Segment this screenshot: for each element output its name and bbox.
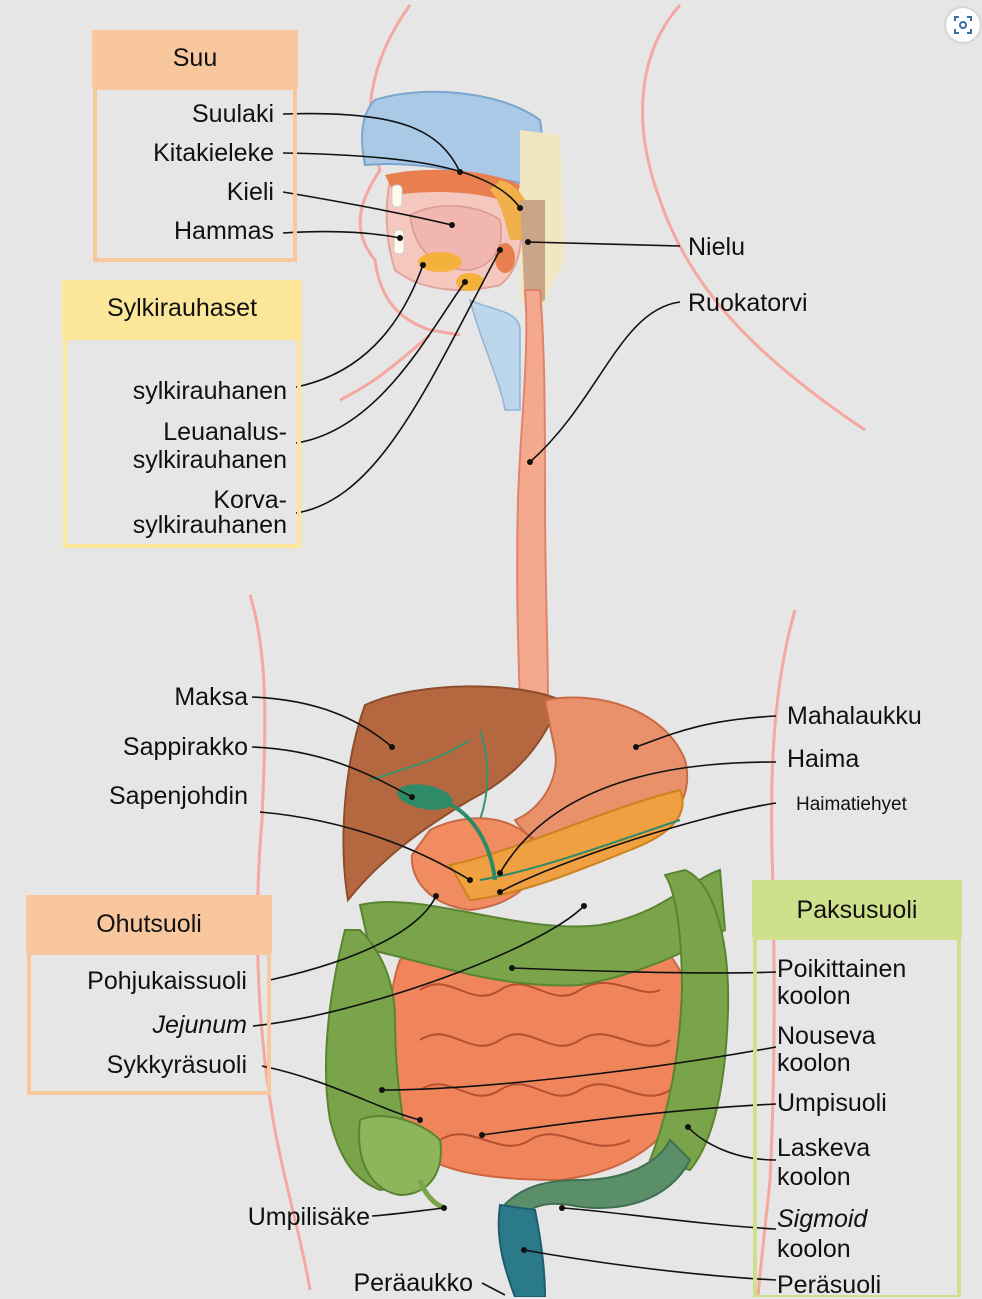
label-poikittainen-1: Poikittainen [777, 955, 906, 983]
appendix [420, 1180, 445, 1208]
label-korva-1: Korva- [213, 486, 287, 514]
label-umpilisake: Umpilisäke [248, 1203, 370, 1231]
label-sappirakko: Sappirakko [123, 733, 248, 761]
tooth-upper [392, 185, 402, 207]
label-nouseva-1: Nouseva [777, 1022, 876, 1050]
box-title-paksusuoli: Paksusuoli [752, 896, 962, 925]
label-leuanalus-2: sylkirauhanen [133, 446, 287, 474]
label-haima: Haima [787, 745, 859, 773]
zoom-image-button[interactable] [946, 8, 980, 42]
label-sigmoid-2: koolon [777, 1235, 851, 1263]
label-kitakieleke: Kitakieleke [153, 139, 274, 167]
tooth-lower [394, 230, 404, 254]
label-peraaukko: Peräaukko [353, 1269, 473, 1297]
label-sykkyrasuoli: Sykkyräsuoli [107, 1051, 247, 1079]
box-title-sylkirauhaset: Sylkirauhaset [62, 294, 302, 323]
label-sapenjohdin: Sapenjohdin [109, 782, 248, 810]
label-nouseva-2: koolon [777, 1049, 851, 1077]
label-sigmoid-1: Sigmoid [777, 1205, 867, 1233]
zoom-icon [946, 8, 980, 42]
sublingual-gland [418, 252, 462, 272]
esophagus [517, 290, 548, 700]
label-sylkirauhanen: sylkirauhanen [133, 377, 287, 405]
label-poikittainen-2: koolon [777, 982, 851, 1010]
label-suulaki: Suulaki [192, 100, 274, 128]
label-ruokatorvi: Ruokatorvi [688, 289, 808, 317]
label-kieli: Kieli [227, 178, 274, 206]
label-jejunum: Jejunum [153, 1011, 248, 1039]
label-haimatiehyet: Haimatiehyet [796, 791, 907, 819]
label-nielu: Nielu [688, 233, 745, 261]
label-leuanalus-1: Leuanalus- [163, 418, 287, 446]
label-umpisuoli: Umpisuoli [777, 1089, 887, 1117]
label-mahalaukku: Mahalaukku [787, 702, 922, 730]
label-perasuoli: Peräsuoli [777, 1271, 881, 1299]
box-title-suu: Suu [92, 44, 298, 73]
parotid-gland [495, 243, 515, 273]
label-maksa: Maksa [174, 683, 248, 711]
box-title-ohutsuoli: Ohutsuoli [26, 910, 272, 939]
label-laskeva-2: koolon [777, 1163, 851, 1191]
label-korva-2: sylkirauhanen [133, 511, 287, 539]
label-laskeva-1: Laskeva [777, 1134, 870, 1162]
label-pohjukaissuoli: Pohjukaissuoli [87, 967, 247, 995]
trachea [470, 300, 520, 410]
label-hammas: Hammas [174, 217, 274, 245]
